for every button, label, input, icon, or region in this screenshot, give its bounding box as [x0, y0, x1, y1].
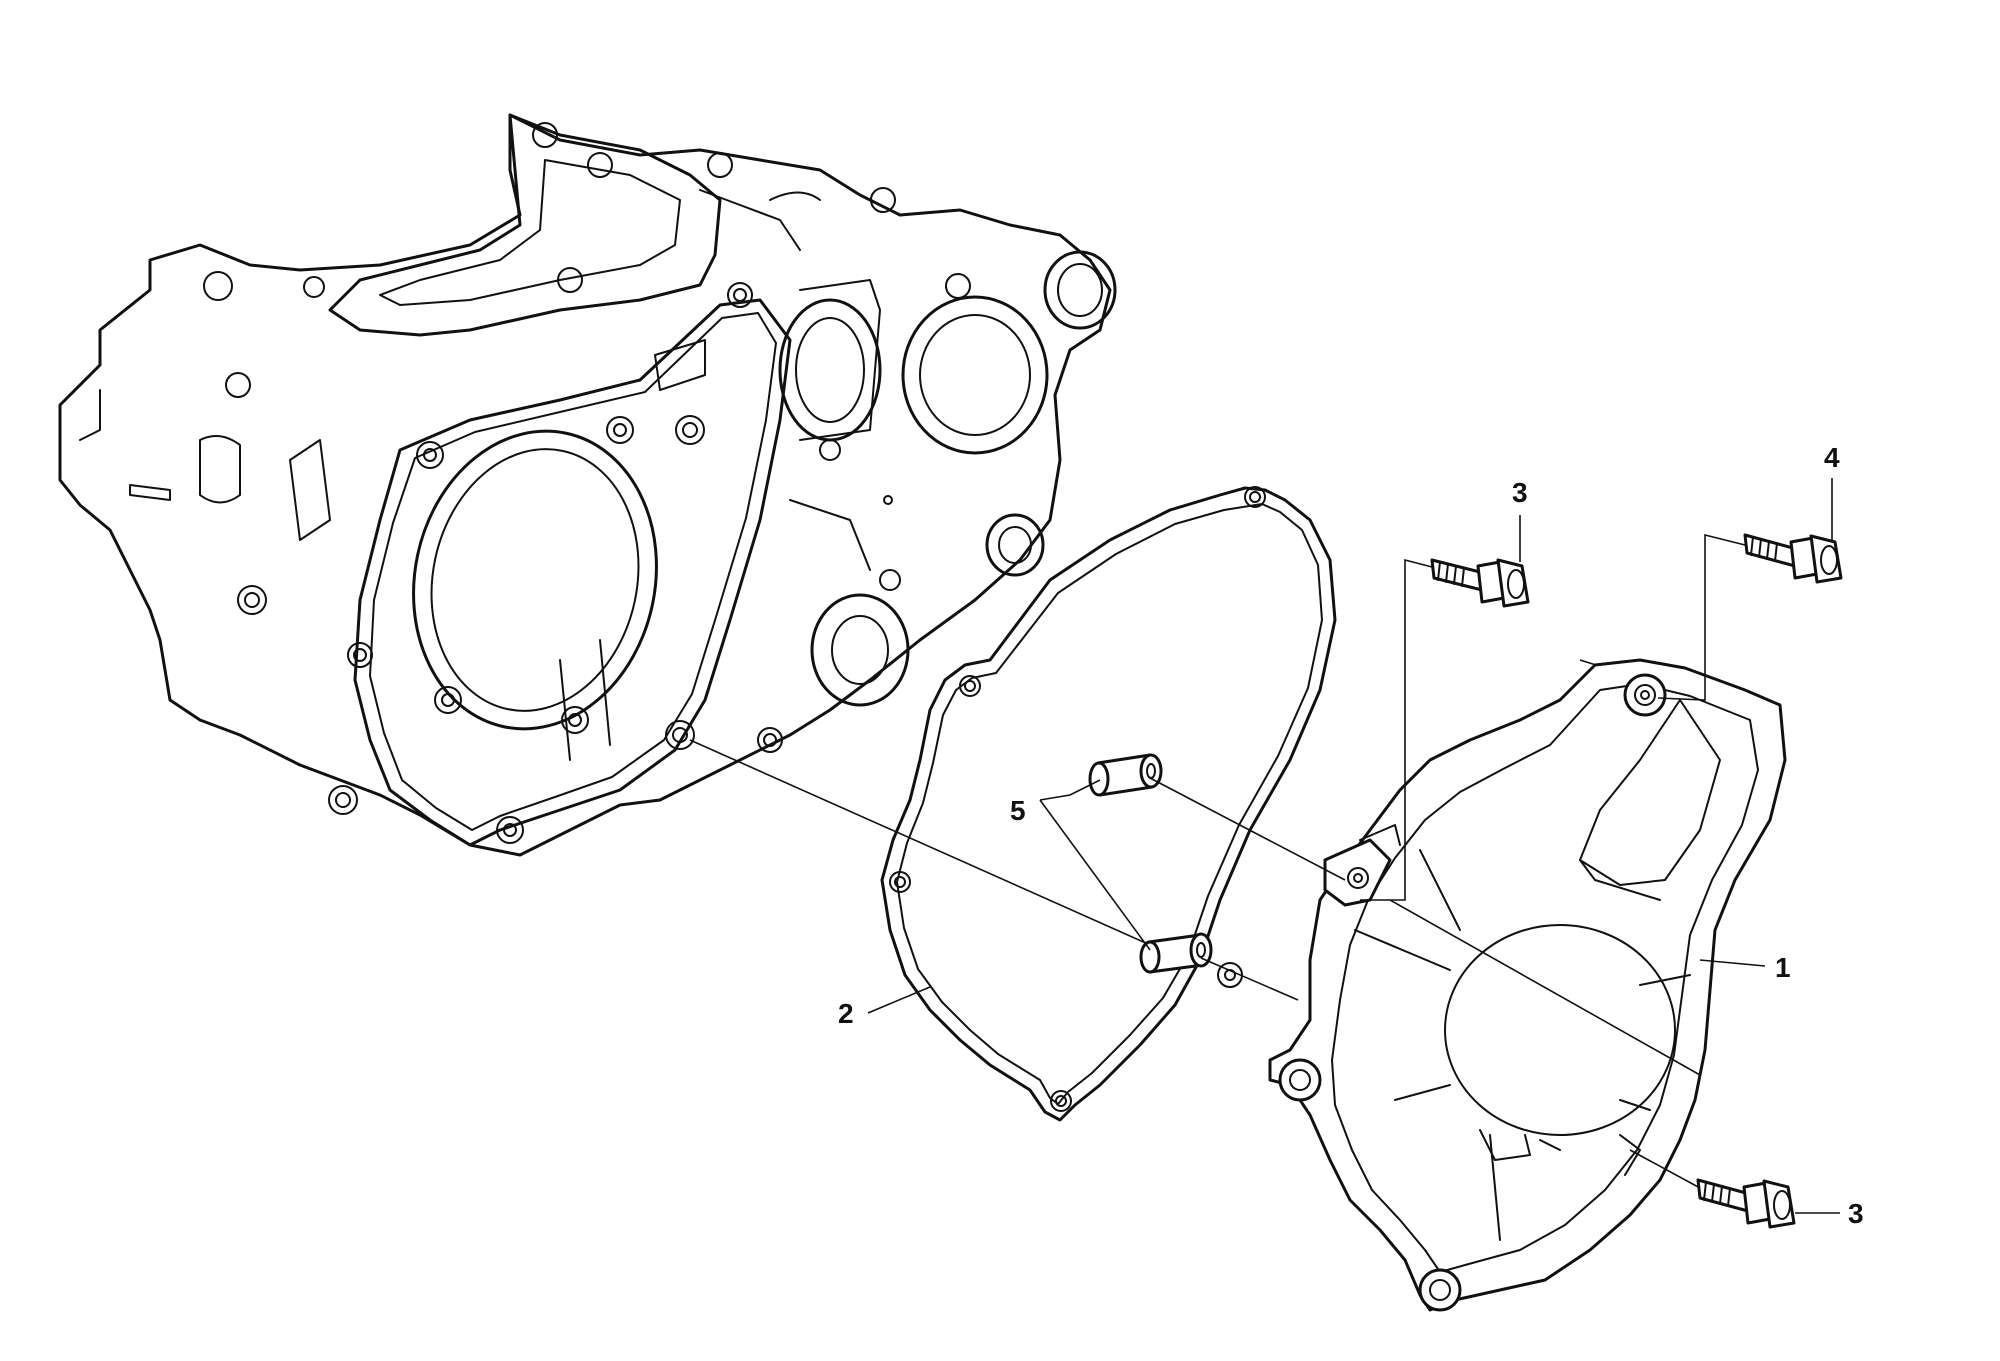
bolt-lower-right	[1696, 1178, 1796, 1229]
dowel-pin-lower	[1139, 932, 1213, 974]
stator-cover	[1268, 658, 1787, 1312]
crankcase	[58, 113, 1117, 857]
bolt-upper-right	[1743, 533, 1843, 584]
callout-leaders	[867, 478, 1840, 1214]
bolt-upper-left	[1430, 558, 1530, 608]
callout-3-lower: 3	[1848, 1198, 1864, 1229]
callout-3-upper: 3	[1512, 477, 1528, 508]
alignment-lines	[689, 533, 1746, 1189]
callout-1: 1	[1775, 952, 1791, 983]
callout-2: 2	[838, 998, 854, 1029]
dowel-pin-upper	[1088, 753, 1163, 797]
callout-4: 4	[1824, 442, 1840, 473]
callout-5: 5	[1010, 795, 1026, 826]
gasket	[880, 486, 1337, 1122]
